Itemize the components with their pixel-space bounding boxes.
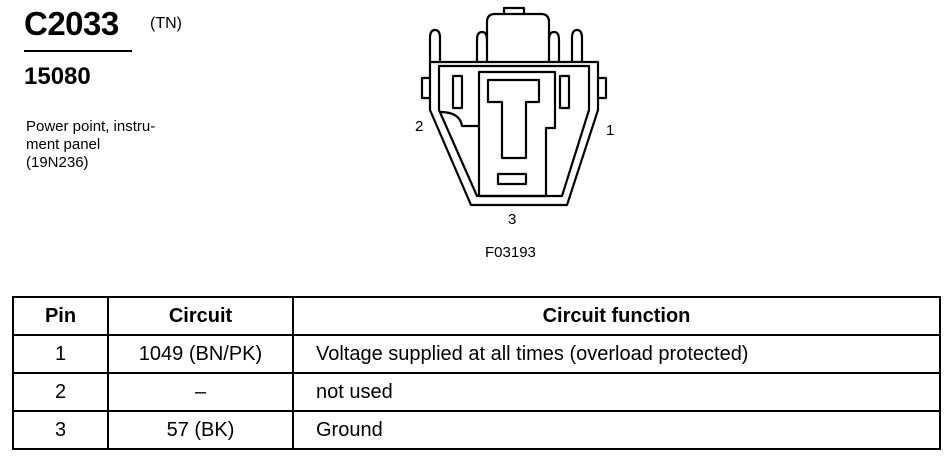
cell-function: Voltage supplied at all times (overload … xyxy=(292,334,941,374)
pin-label-2: 2 xyxy=(415,118,424,135)
pin-table: Pin Circuit Circuit function 1 1049 (BN/… xyxy=(12,296,941,450)
left-guide-post xyxy=(428,28,442,64)
header-circuit-function: Circuit function xyxy=(292,296,941,336)
terminal-cavity xyxy=(477,70,557,198)
header-circuit: Circuit xyxy=(107,296,294,336)
figure-id: F03193 xyxy=(485,244,536,261)
inner-right-post xyxy=(547,30,561,64)
header-pin: Pin xyxy=(12,296,109,336)
cell-pin: 3 xyxy=(12,410,109,450)
left-key xyxy=(438,110,481,128)
cell-circuit: 57 (BK) xyxy=(107,410,294,450)
pin-slot-2 xyxy=(451,74,464,110)
left-side-ear xyxy=(420,76,432,100)
terminal-t-shape xyxy=(486,78,541,160)
pin-slot-1 xyxy=(558,74,571,110)
table-row: 2 – not used xyxy=(12,372,941,412)
pin-label-1: 1 xyxy=(606,122,615,139)
cell-function: Ground xyxy=(292,410,941,450)
table-row: 1 1049 (BN/PK) Voltage supplied at all t… xyxy=(12,334,941,374)
description-line-3: (19N236) xyxy=(26,154,89,171)
connector-id: C2033 xyxy=(24,5,119,42)
description-line-1: Power point, instru- xyxy=(26,118,156,135)
cell-pin: 1 xyxy=(12,334,109,374)
component-description: Power point, instru- ment panel (19N236) xyxy=(26,118,206,172)
description-line-2: ment panel xyxy=(26,136,101,153)
top-latch-notch xyxy=(502,6,526,16)
connector-face-drawing xyxy=(420,6,608,207)
connector-face-diagram: 1 2 3 xyxy=(400,0,630,270)
right-guide-post xyxy=(570,28,584,64)
pin-slot-3 xyxy=(496,172,528,186)
housing-outline xyxy=(428,60,600,207)
cell-circuit: – xyxy=(107,372,294,412)
cell-circuit: 1049 (BN/PK) xyxy=(107,334,294,374)
cell-pin: 2 xyxy=(12,372,109,412)
table-row: 3 57 (BK) Ground xyxy=(12,410,941,450)
inner-shroud xyxy=(437,64,591,198)
connector-id-underline xyxy=(24,50,132,52)
right-side-ear xyxy=(596,76,608,100)
pin-label-3: 3 xyxy=(508,211,517,228)
table-header-row: Pin Circuit Circuit function xyxy=(12,296,941,336)
inner-left-post xyxy=(475,30,489,64)
cell-function: not used xyxy=(292,372,941,412)
part-number: 15080 xyxy=(24,63,91,90)
top-latch-tab xyxy=(485,12,551,64)
color-code: (TN) xyxy=(150,15,182,32)
